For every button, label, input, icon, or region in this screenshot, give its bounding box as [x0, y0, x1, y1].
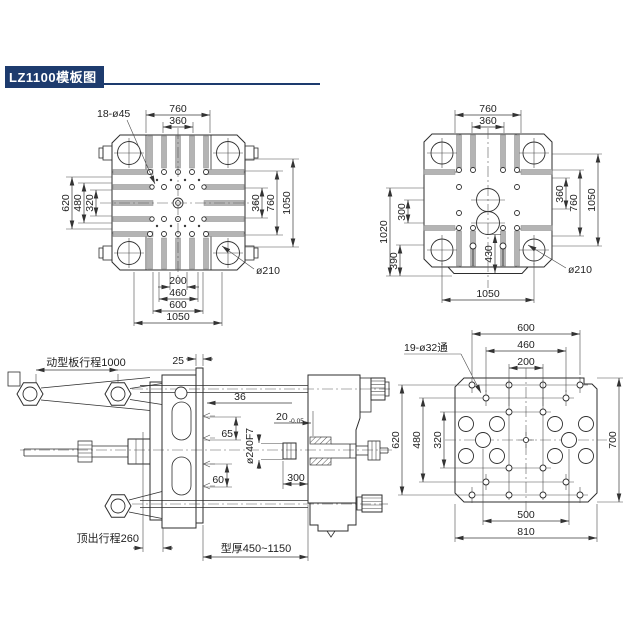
front-mounting-holes: [147, 169, 209, 237]
ejector-dim-bottom-1: 500: [517, 509, 535, 521]
side-dim-65: 65: [221, 428, 233, 440]
front-dim-right-outer: 1050: [281, 191, 293, 215]
rear-dim-top-inner: 360: [479, 115, 497, 127]
rear-dim-right-mid: 760: [568, 194, 580, 212]
side-label-ring: ø240F7: [244, 428, 256, 464]
ejector-dim-left-outer: 620: [390, 431, 402, 449]
ejector-dim-bottom-2: 810: [517, 526, 535, 538]
rear-dim-left-lower: 390: [388, 252, 400, 270]
rear-label-tiebar: ø210: [568, 264, 592, 276]
rear-dim-center-vert: 430: [483, 245, 495, 263]
title-underline: [5, 83, 320, 85]
side-tiebars: [140, 385, 308, 508]
ejector-label-holes: 19-ø32通: [404, 342, 448, 354]
side-label-ejector: 顶出行程260: [77, 531, 139, 545]
front-label-tiebar: ø210: [256, 265, 280, 277]
rear-platen-view: 760 360 1020 300 390 360 760 1050 430 10…: [378, 103, 602, 303]
rear-dim-left-inner: 300: [396, 203, 408, 221]
side-sprue-bushing: [282, 442, 297, 460]
rear-dim-right-inner: 360: [554, 185, 566, 203]
ejector-plate-view: 600 460 200 620 480 320 700 500 810 19-ø…: [390, 322, 623, 542]
front-dim-top-inner: 360: [169, 115, 187, 127]
side-dim-20: 20: [276, 411, 288, 423]
side-stationary-platen: [307, 374, 390, 538]
side-ejector-rod: [23, 438, 151, 465]
front-platen-outline: [111, 134, 246, 271]
front-dim-bottom-2: 460: [169, 287, 187, 299]
ejector-small-holes: [468, 381, 584, 499]
front-tiebar-holes: [114, 138, 243, 268]
front-dim-bottom-1: 200: [169, 275, 187, 287]
rear-dimensions: 760 360 1020 300 390 360 760 1050 430 10…: [378, 103, 602, 303]
ejector-dim-left-mid: 480: [411, 431, 423, 449]
side-dim-20-tol: -0.05: [289, 418, 304, 425]
front-dim-bottom-3: 600: [169, 299, 187, 311]
front-dim-left-outer: 620: [60, 194, 72, 212]
rear-dim-top-outer: 760: [479, 103, 497, 115]
ejector-dim-right: 700: [607, 431, 619, 449]
front-dimensions: 760 360 620 480 320 360 760 1050 200 460…: [60, 103, 299, 326]
side-elevation-view: 动型板行程1000 25 36 20 -0.05 65 60 ø240F7 30…: [7, 354, 392, 561]
ejector-large-holes: [458, 416, 594, 464]
rear-dim-left-outer: 1020: [378, 220, 390, 244]
side-dim-36: 36: [234, 391, 246, 403]
rear-platen-pedestal: [447, 266, 529, 274]
ejector-dim-left-inner: 320: [432, 431, 444, 449]
front-dim-right-inner: 360: [250, 194, 262, 212]
front-dim-left-inner: 320: [84, 194, 96, 212]
side-label-thickness: 型厚450~1150: [221, 541, 291, 555]
ejector-plate-outline: [454, 377, 598, 503]
front-dim-right-mid: 760: [265, 194, 277, 212]
ejector-dim-top-2: 460: [517, 339, 535, 351]
front-label-holes: 18-ø45: [97, 108, 130, 120]
drawing-title: LZ1100模板图: [5, 66, 104, 88]
side-dim-300: 300: [287, 472, 305, 484]
side-toggle-links: [7, 371, 163, 519]
side-dimensions: 动型板行程1000 25 36 20 -0.05 65 60 ø240F7 30…: [35, 354, 314, 561]
front-dim-left-mid: 480: [72, 194, 84, 212]
front-dim-top-outer: 760: [169, 103, 187, 115]
rear-platen-outline: [423, 133, 553, 268]
ejector-dim-top-1: 600: [517, 322, 535, 334]
rear-dim-bottom: 1050: [476, 288, 500, 300]
front-dim-bottom-4: 1050: [166, 311, 190, 323]
ejector-dim-top-3: 200: [517, 356, 535, 368]
front-platen-side-tabs: [98, 145, 259, 261]
side-dim-60: 60: [212, 474, 224, 486]
side-label-stroke: 动型板行程1000: [46, 355, 125, 369]
ejector-dimensions: 600 460 200 620 480 320 700 500 810 19-ø…: [390, 322, 623, 542]
side-dim-25: 25: [172, 355, 184, 367]
rear-dim-right-outer: 1050: [586, 188, 598, 212]
front-platen-view: 760 360 620 480 320 360 760 1050 200 460…: [60, 103, 299, 326]
